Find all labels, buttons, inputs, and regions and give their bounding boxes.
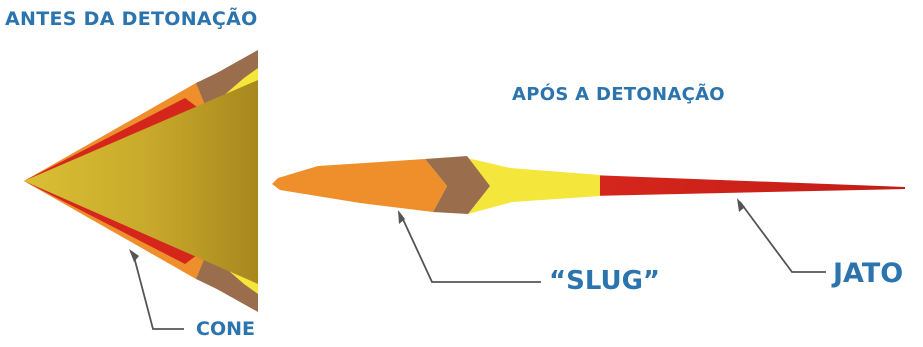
cone-arrow-icon [129, 249, 139, 262]
slug-leader [400, 214, 541, 283]
slug-arrow-icon [398, 210, 405, 224]
slug-label: “SLUG” [549, 266, 660, 296]
cone-casing-top-patch [196, 52, 258, 110]
cone-liner-red-bottom [24, 181, 197, 264]
cone-label: CONE [196, 318, 255, 340]
jet [590, 175, 905, 196]
after-detonation-title: APÓS A DETONAÇÃO [512, 84, 725, 105]
leader-lines [132, 201, 826, 330]
cone-liner-red-top [24, 98, 197, 181]
cone-body [24, 80, 258, 284]
before-detonation-title: ANTES DA DETONAÇÃO [5, 8, 258, 30]
cone-leader [132, 252, 184, 330]
jato-label: JATO [833, 258, 904, 289]
leader-arrows [129, 198, 745, 262]
jet-transition [467, 158, 600, 214]
cone-casing-bottom-patch [196, 252, 258, 310]
slug-brown [425, 156, 490, 214]
cone-charge [24, 50, 258, 312]
jato-leader [739, 201, 826, 273]
slug-orange [272, 159, 447, 212]
slug-and-jet [272, 156, 905, 214]
jato-arrow-icon [737, 198, 745, 212]
